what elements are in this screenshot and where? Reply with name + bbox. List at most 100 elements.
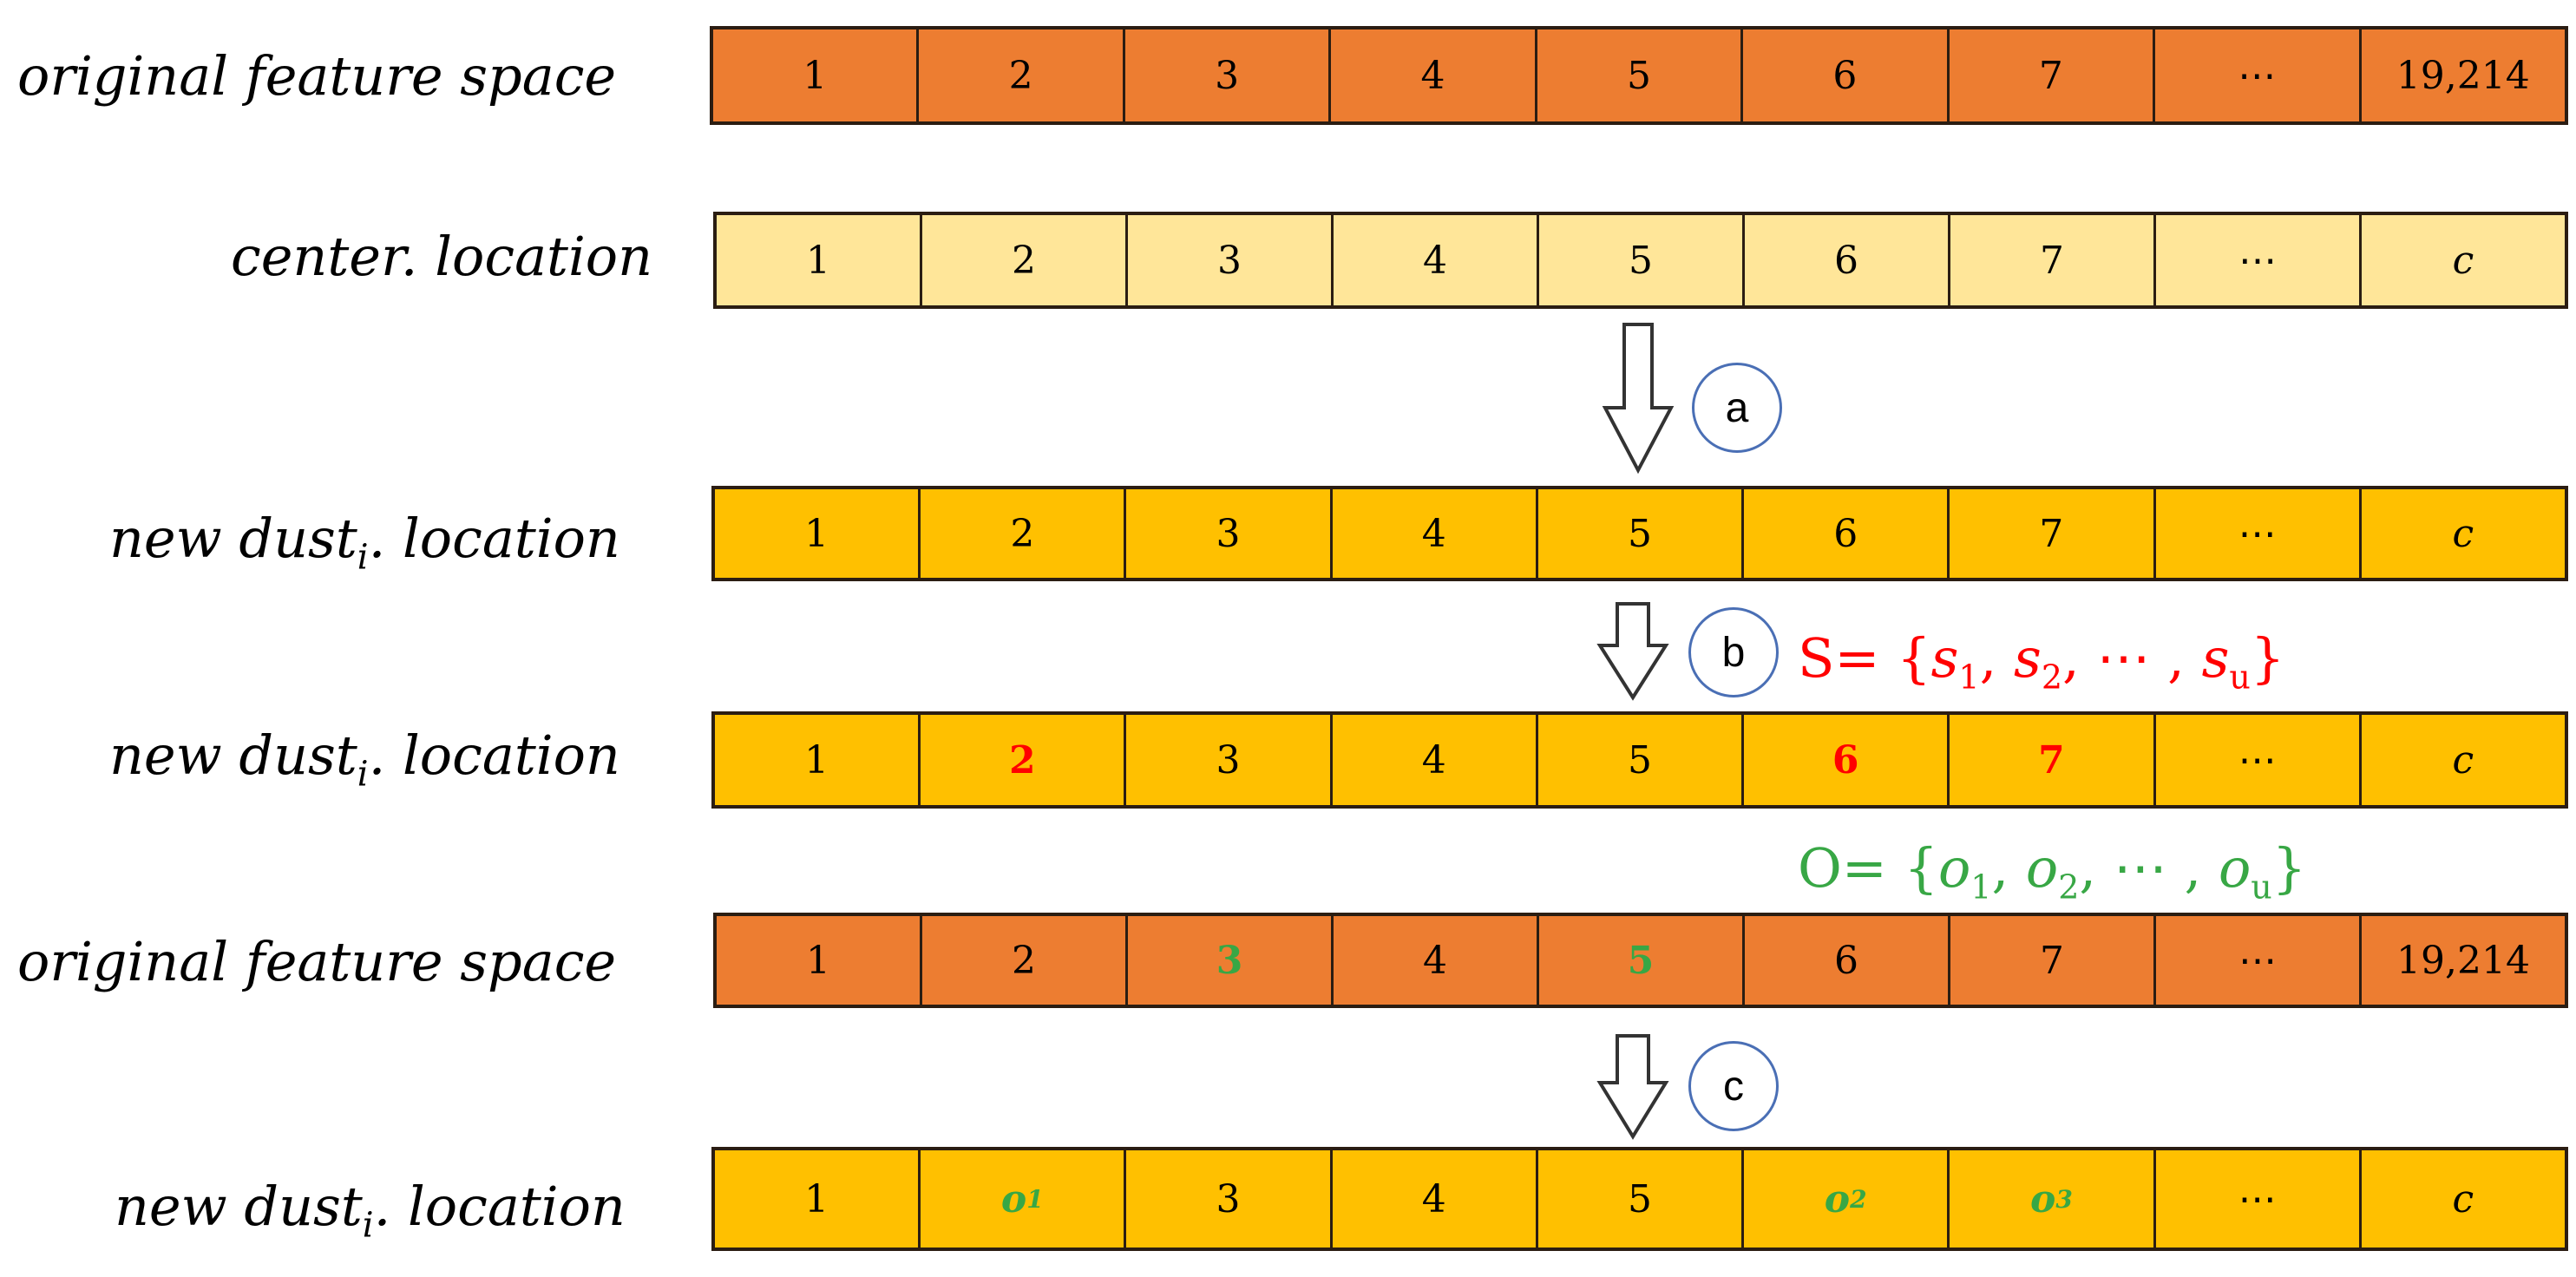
row-label-center-location: center. location bbox=[231, 225, 653, 288]
cell: 6 bbox=[1745, 215, 1950, 305]
set-o-item: o bbox=[2218, 836, 2252, 900]
down-arrow-icon bbox=[1596, 1034, 1669, 1140]
cell: 6 bbox=[1744, 489, 1950, 578]
row-label-original-feature-space-1: original feature space bbox=[17, 44, 617, 108]
cell: 1 bbox=[713, 29, 920, 121]
step-b-circle: b bbox=[1688, 607, 1779, 697]
set-o-item: o bbox=[1937, 836, 1971, 900]
cell: 6 bbox=[1743, 29, 1950, 121]
strip-center-location: 1 2 3 4 5 6 7 ⋯ c bbox=[713, 212, 2568, 309]
strip-new-dust-location-1: 1 2 3 4 5 6 7 ⋯ c bbox=[711, 486, 2568, 581]
cell: 6 bbox=[1745, 916, 1950, 1005]
set-s-item: s bbox=[2201, 626, 2230, 690]
cell: 4 bbox=[1332, 715, 1538, 805]
cell: 2 bbox=[922, 916, 1128, 1005]
label-sub: i bbox=[357, 537, 369, 578]
cell: 4 bbox=[1334, 916, 1539, 1005]
cell-selected: 5 bbox=[1539, 916, 1745, 1005]
row-label-new-dust-location-3: new dusti. location bbox=[115, 1180, 626, 1246]
cell: 4 bbox=[1332, 1150, 1538, 1248]
label-tail: . location bbox=[368, 724, 620, 787]
strip-new-dust-location-2: 1 2 3 4 5 6 7 ⋯ c bbox=[711, 711, 2568, 809]
cell: 19,214 bbox=[2362, 916, 2565, 1005]
cell: 2 bbox=[922, 215, 1128, 305]
cell: 1 bbox=[717, 916, 922, 1005]
label-main: new dust bbox=[109, 724, 357, 787]
cell: c bbox=[2362, 215, 2565, 305]
row-label-original-feature-space-2: original feature space bbox=[17, 930, 617, 993]
cell: c bbox=[2361, 1150, 2565, 1248]
set-s-prefix: S= { bbox=[1798, 626, 1931, 690]
down-arrow-icon bbox=[1596, 602, 1669, 701]
cell-var: o bbox=[1000, 1176, 1027, 1221]
label-sub: i bbox=[362, 1205, 374, 1246]
cell: 3 bbox=[1126, 1150, 1333, 1248]
set-s-sub: 1 bbox=[1958, 658, 1980, 697]
set-o-ellipsis: ⋯ bbox=[2113, 836, 2167, 900]
cell: 5 bbox=[1537, 29, 1744, 121]
cell: 7 bbox=[1950, 916, 2156, 1005]
cell: 5 bbox=[1537, 1150, 1745, 1248]
cell-selected: 7 bbox=[1950, 715, 2156, 805]
label-sub: i bbox=[357, 754, 369, 795]
cell: 4 bbox=[1332, 489, 1538, 578]
set-o-sub: u bbox=[2251, 868, 2272, 907]
set-s-sub: 2 bbox=[2041, 658, 2063, 697]
cell: 4 bbox=[1334, 215, 1539, 305]
label-tail: . location bbox=[368, 507, 620, 570]
label-main: new dust bbox=[115, 1175, 363, 1238]
set-o-sub: 2 bbox=[2058, 868, 2080, 907]
set-o-sub: 1 bbox=[1970, 868, 1992, 907]
cell-selected: 6 bbox=[1744, 715, 1950, 805]
label-main: new dust bbox=[109, 507, 357, 570]
strip-original-feature-space-1: 1 2 3 4 5 6 7 ⋯ 19,214 bbox=[710, 26, 2568, 125]
label-tail: . location bbox=[373, 1175, 626, 1238]
cell-var: o bbox=[1824, 1176, 1851, 1221]
cell: 5 bbox=[1539, 215, 1745, 305]
cell: 7 bbox=[1949, 29, 2156, 121]
set-s-ellipsis: ⋯ bbox=[2096, 626, 2151, 690]
row-label-new-dust-location-2: new dusti. location bbox=[109, 729, 620, 795]
set-s-sub: u bbox=[2229, 658, 2251, 697]
set-o-prefix: O= { bbox=[1798, 836, 1938, 900]
cell: 3 bbox=[1126, 715, 1333, 805]
cell: ⋯ bbox=[2156, 215, 2362, 305]
cell: 2 bbox=[919, 29, 1125, 121]
cell: c bbox=[2361, 715, 2565, 805]
set-s-item: s bbox=[2014, 626, 2042, 690]
cell: 5 bbox=[1537, 715, 1745, 805]
cell-sub: 1 bbox=[1026, 1184, 1044, 1214]
step-a-circle: a bbox=[1692, 363, 1782, 453]
set-s-suffix: } bbox=[2250, 626, 2285, 690]
cell-selected: 3 bbox=[1128, 916, 1334, 1005]
cell-selected: 2 bbox=[921, 715, 1127, 805]
cell: 1 bbox=[715, 1150, 921, 1248]
strip-original-feature-space-2: 1 2 3 4 5 6 7 ⋯ 19,214 bbox=[713, 913, 2568, 1008]
cell: c bbox=[2361, 489, 2565, 578]
cell: 7 bbox=[1950, 489, 2156, 578]
cell: 3 bbox=[1124, 29, 1332, 121]
cell: 3 bbox=[1126, 489, 1333, 578]
cell: ⋯ bbox=[2155, 29, 2362, 121]
cell-sub: 3 bbox=[2055, 1184, 2073, 1214]
cell: 3 bbox=[1128, 215, 1334, 305]
cell: 4 bbox=[1331, 29, 1537, 121]
set-o: O= {o1, o2, ⋯ , ou} bbox=[1798, 836, 2307, 907]
set-o-suffix: } bbox=[2271, 836, 2307, 900]
cell: 1 bbox=[717, 215, 922, 305]
down-arrow-icon bbox=[1602, 323, 1675, 475]
cell: 1 bbox=[715, 489, 921, 578]
step-c-circle: c bbox=[1688, 1041, 1779, 1131]
cell: ⋯ bbox=[2155, 715, 2362, 805]
set-s: S= {s1, s2, ⋯ , su} bbox=[1798, 626, 2285, 697]
cell: 5 bbox=[1537, 489, 1745, 578]
cell: 2 bbox=[921, 489, 1127, 578]
set-o-item: o bbox=[2025, 836, 2059, 900]
cell: 1 bbox=[715, 715, 921, 805]
cell: 7 bbox=[1950, 215, 2156, 305]
set-s-item: s bbox=[1930, 626, 1959, 690]
